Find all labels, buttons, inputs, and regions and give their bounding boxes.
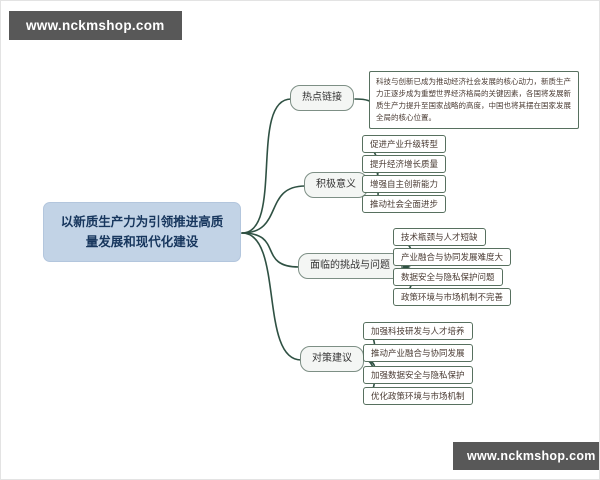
watermark-bottom: www.nckmshop.com [453, 442, 599, 470]
branch-node-suggestions[interactable]: 对策建议 [300, 346, 364, 372]
leaf-node-industry-upgrade[interactable]: 促进产业升级转型 [362, 135, 447, 154]
leaf-node-rd-talent[interactable]: 加强科技研发与人才培养 [363, 322, 473, 341]
leaf-node-data-security-issue[interactable]: 数据安全与隐私保护问题 [393, 268, 503, 287]
leaf-node-promote-integration[interactable]: 推动产业融合与协同发展 [363, 344, 473, 363]
leaf-node-optimize-policy[interactable]: 优化政策环境与市场机制 [363, 387, 473, 406]
leaf-node-innovation-capability[interactable]: 增强自主创新能力 [362, 175, 447, 194]
leaf-node-hot-links-summary[interactable]: 科技与创新已成为推动经济社会发展的核心动力，新质生产力正逐步成为重塑世界经济格局… [369, 71, 579, 129]
branch-node-positive-significance[interactable]: 积极意义 [304, 172, 368, 198]
leaf-node-strengthen-security[interactable]: 加强数据安全与隐私保护 [363, 366, 473, 385]
branch-node-hot-links[interactable]: 热点链接 [290, 85, 354, 111]
leaf-node-policy-mechanism-issue[interactable]: 政策环境与市场机制不完善 [393, 288, 512, 307]
central-topic-node[interactable]: 以新质生产力为引领推进高质量发展和现代化建设 [43, 202, 241, 262]
branch-node-challenges[interactable]: 面临的挑战与问题 [298, 253, 402, 279]
leaf-node-social-progress[interactable]: 推动社会全面进步 [362, 195, 447, 214]
watermark-top: www.nckmshop.com [9, 11, 182, 40]
leaf-node-talent-shortage[interactable]: 技术瓶颈与人才短缺 [393, 228, 486, 247]
leaf-node-growth-quality[interactable]: 提升经济增长质量 [362, 155, 447, 174]
leaf-node-integration-difficulty[interactable]: 产业融合与协同发展难度大 [393, 248, 512, 267]
